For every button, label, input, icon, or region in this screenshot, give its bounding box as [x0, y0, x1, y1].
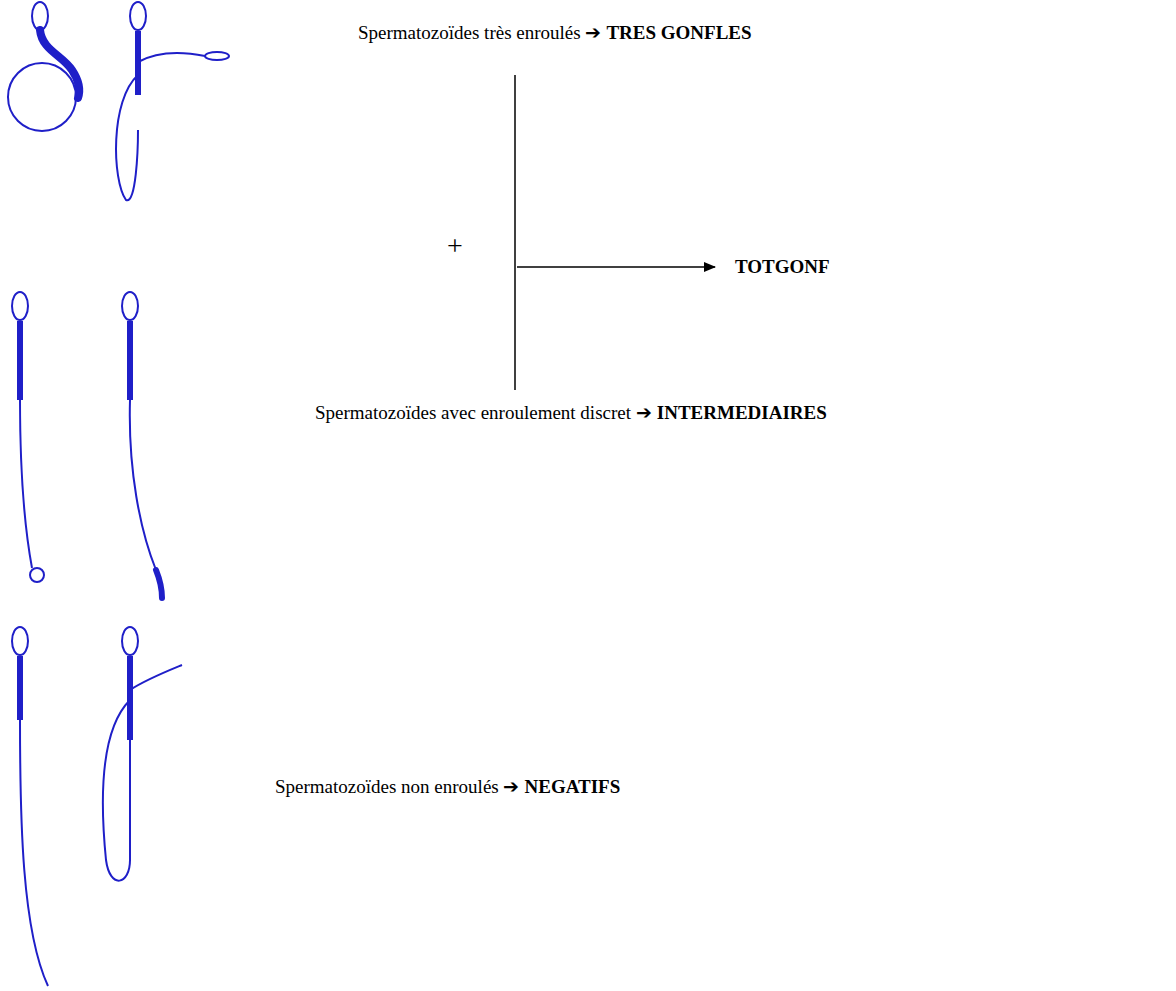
- category-label: TRES GONFLES: [606, 22, 751, 44]
- description-text: Spermatozoïdes très enroulés ➔: [358, 22, 601, 44]
- plus-sign: +: [447, 230, 463, 262]
- category-label: NEGATIFS: [524, 776, 620, 798]
- description-text: Spermatozoïdes non enroulés ➔: [275, 776, 519, 798]
- description-text: Spermatozoïdes avec enroulement discret …: [315, 402, 652, 424]
- category-label: TOTGONF: [735, 256, 830, 278]
- category-label: INTERMEDIAIRES: [657, 402, 827, 424]
